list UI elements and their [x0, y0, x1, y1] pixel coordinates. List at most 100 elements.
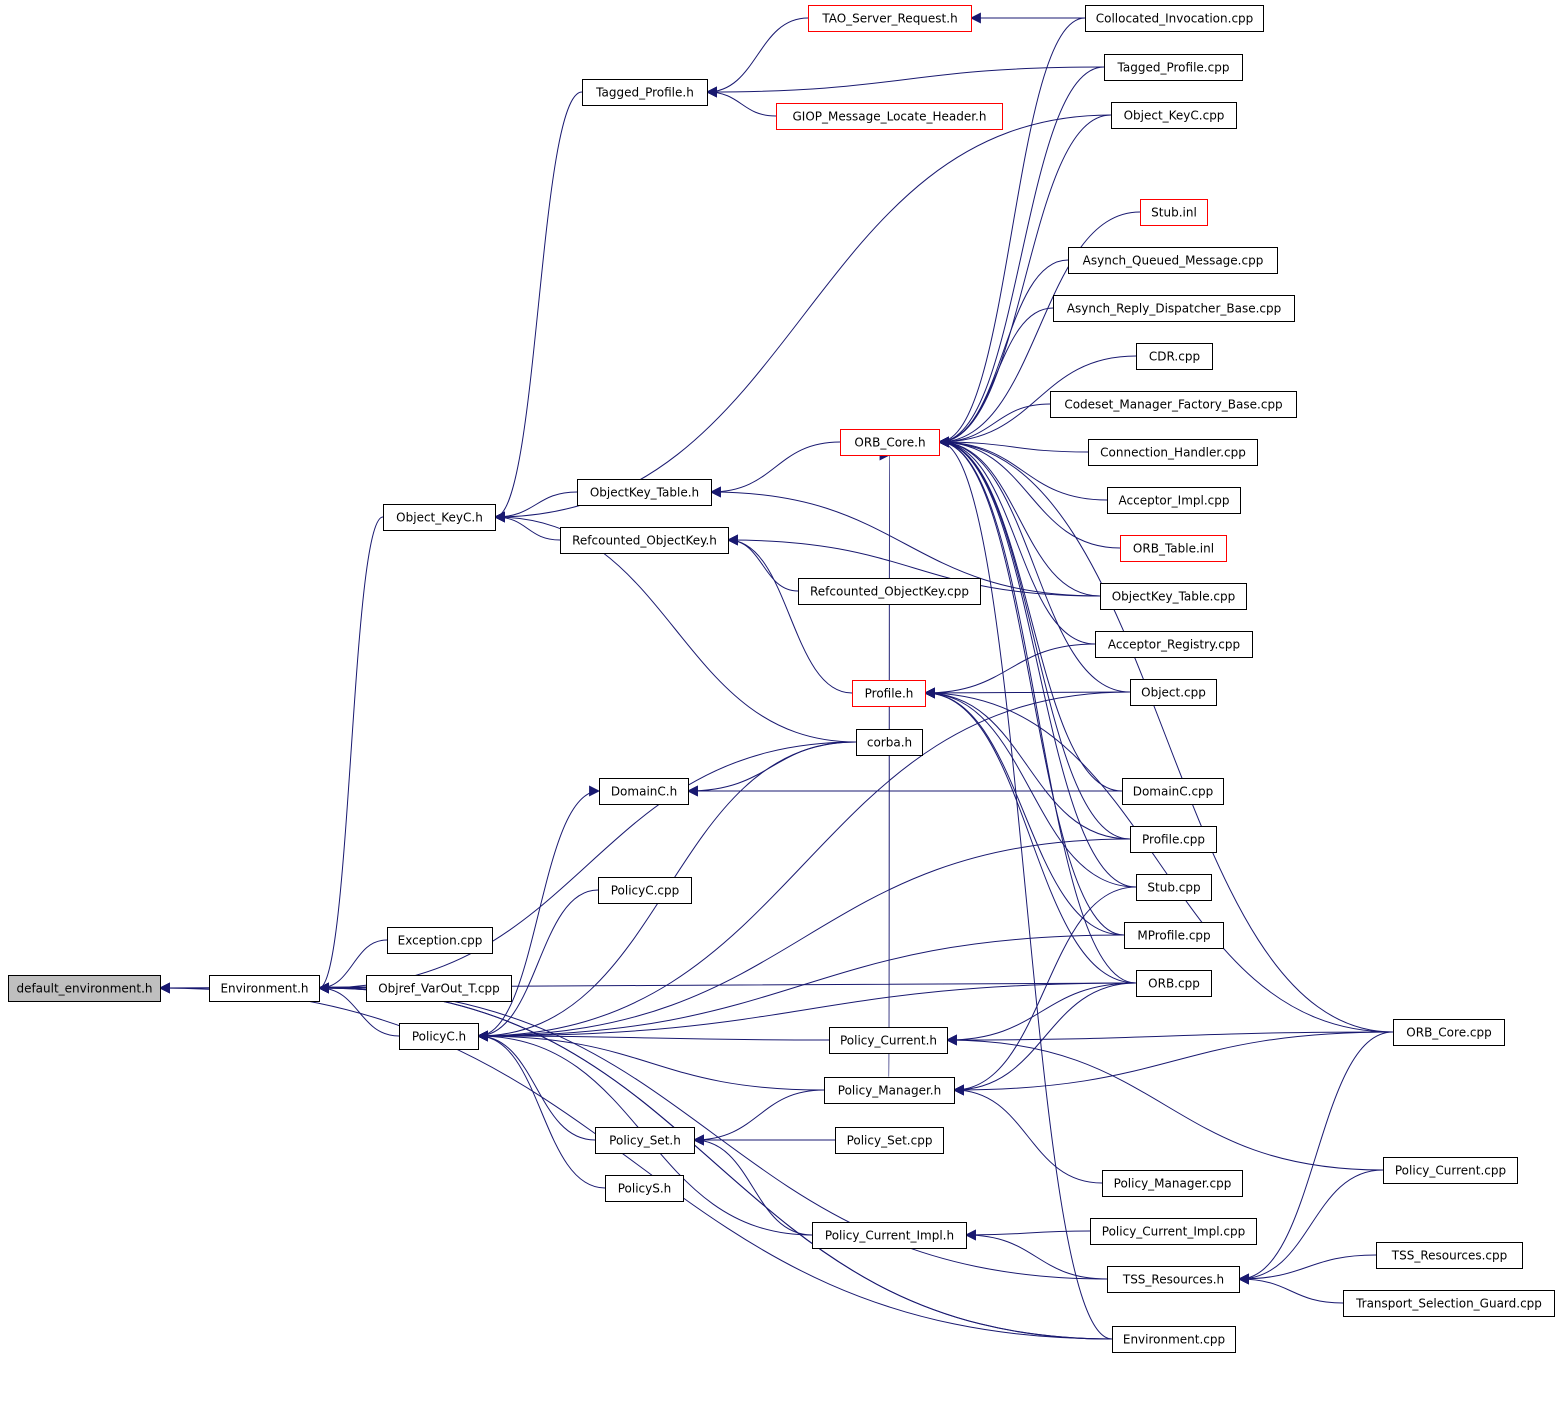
node-label: Asynch_Queued_Message.cpp — [1083, 254, 1264, 268]
node-label: DomainC.h — [611, 785, 677, 799]
node-box — [1090, 1218, 1257, 1245]
node-corba-h[interactable]: corba.h — [856, 729, 923, 756]
edge-collocated-invocation-cpp-to-orb-core-h — [937, 17, 1086, 448]
edge-orb-core-cpp-to-orb-core-h — [937, 436, 1394, 1033]
node-policy-set-h[interactable]: Policy_Set.h — [595, 1127, 695, 1154]
node-orb-core-cpp[interactable]: ORB_Core.cpp — [1393, 1019, 1505, 1046]
node-tao-server-request-h[interactable]: TAO_Server_Request.h — [808, 5, 972, 32]
node-box — [1100, 583, 1247, 610]
node-profile-h[interactable]: Profile.h — [852, 680, 926, 707]
node-label: ObjectKey_Table.h — [590, 486, 699, 500]
node-label: ORB.cpp — [1148, 977, 1200, 991]
node-box — [383, 504, 496, 531]
node-box — [1104, 54, 1243, 81]
node-giop-message-locate-header-h[interactable]: GIOP_Message_Locate_Header.h — [776, 103, 1003, 130]
node-box — [1102, 1170, 1243, 1197]
node-policy-manager-cpp[interactable]: Policy_Manager.cpp — [1102, 1170, 1243, 1197]
node-environment-cpp[interactable]: Environment.cpp — [1112, 1326, 1236, 1353]
node-label: TSS_Resources.h — [1122, 1273, 1224, 1287]
edge-policy-set-h-to-policyc-h — [476, 1030, 596, 1141]
edge-asynch-queued-message-cpp-to-orb-core-h — [937, 259, 1069, 448]
node-objectkey-table-h[interactable]: ObjectKey_Table.h — [577, 479, 712, 506]
node-tagged-profile-cpp[interactable]: Tagged_Profile.cpp — [1104, 54, 1243, 81]
node-default-environment-h: default_environment.h — [8, 975, 161, 1002]
node-label: PolicyC.cpp — [611, 884, 680, 898]
edge-cdr-cpp-to-orb-core-h — [937, 355, 1137, 448]
edge-object-cpp-to-profile-h — [923, 687, 1131, 699]
node-domainc-h[interactable]: DomainC.h — [599, 778, 689, 805]
node-policy-current-cpp[interactable]: Policy_Current.cpp — [1383, 1157, 1518, 1184]
node-refcounted-objectkey-cpp[interactable]: Refcounted_ObjectKey.cpp — [798, 578, 981, 605]
node-collocated-invocation-cpp[interactable]: Collocated_Invocation.cpp — [1085, 5, 1264, 32]
edge-tao-server-request-h-to-tagged-profile-h — [705, 17, 809, 98]
edge-policy-current-impl-h-to-policy-set-h — [692, 1134, 813, 1236]
node-policy-current-impl-cpp[interactable]: Policy_Current_Impl.cpp — [1090, 1218, 1257, 1245]
edge-orb-cpp-to-orb-core-h — [937, 436, 1137, 984]
node-object-cpp[interactable]: Object.cpp — [1130, 679, 1217, 706]
node-objref-varout-t-cpp[interactable]: Objref_VarOut_T.cpp — [366, 975, 512, 1002]
node-policy-current-h[interactable]: Policy_Current.h — [829, 1027, 948, 1054]
node-orb-cpp[interactable]: ORB.cpp — [1136, 970, 1212, 997]
node-box — [1122, 778, 1224, 805]
node-acceptor-impl-cpp[interactable]: Acceptor_Impl.cpp — [1107, 487, 1241, 514]
node-acceptor-registry-cpp[interactable]: Acceptor_Registry.cpp — [1095, 631, 1253, 658]
node-label: TSS_Resources.cpp — [1391, 1249, 1508, 1263]
edge-acceptor-registry-cpp-to-profile-h — [923, 643, 1096, 699]
node-policyc-h[interactable]: PolicyC.h — [399, 1023, 479, 1050]
node-label: Refcounted_ObjectKey.h — [572, 534, 717, 548]
edge-domainc-cpp-to-orb-core-h — [937, 436, 1123, 792]
node-connection-handler-cpp[interactable]: Connection_Handler.cpp — [1088, 439, 1258, 466]
node-refcounted-objectkey-h[interactable]: Refcounted_ObjectKey.h — [560, 527, 729, 554]
nodes-layer: default_environment.h Environment.h Object… — [8, 5, 1555, 1353]
edge-profile-cpp-to-profile-h — [923, 687, 1131, 840]
node-label: Collocated_Invocation.cpp — [1096, 12, 1254, 26]
node-box — [856, 729, 923, 756]
node-exception-cpp[interactable]: Exception.cpp — [387, 927, 493, 954]
edge-environment-cpp-to-orb-core-h — [937, 436, 1113, 1340]
edge-tss-resources-h-to-environment-h — [317, 982, 1108, 1280]
node-objectkey-table-cpp[interactable]: ObjectKey_Table.cpp — [1100, 583, 1247, 610]
node-object-keyc-cpp[interactable]: Object_KeyC.cpp — [1111, 102, 1237, 129]
node-policyc-cpp[interactable]: PolicyC.cpp — [598, 877, 692, 904]
node-cdr-cpp[interactable]: CDR.cpp — [1136, 343, 1213, 370]
node-transport-selection-guard-cpp[interactable]: Transport_Selection_Guard.cpp — [1343, 1290, 1555, 1317]
node-box — [209, 975, 320, 1002]
node-profile-cpp[interactable]: Profile.cpp — [1130, 826, 1217, 853]
node-policy-current-impl-h[interactable]: Policy_Current_Impl.h — [812, 1222, 967, 1249]
edges-layer — [158, 12, 1394, 1340]
node-orb-core-h[interactable]: ORB_Core.h — [840, 429, 940, 456]
node-box — [1068, 247, 1278, 274]
node-object-keyc-h[interactable]: Object_KeyC.h — [383, 504, 496, 531]
edge-profile-h-to-refcounted-objectkey-h — [726, 534, 853, 694]
node-orb-table-inl[interactable]: ORB_Table.inl — [1120, 535, 1227, 562]
edge-orb-table-inl-to-orb-core-h — [937, 436, 1121, 549]
edge-policy-manager-h-to-policyc-h — [476, 1030, 825, 1091]
node-label: ORB_Core.cpp — [1406, 1026, 1491, 1040]
edge-object-cpp-to-orb-core-h — [937, 436, 1131, 693]
edge-tagged-profile-cpp-to-tagged-profile-h — [705, 66, 1105, 98]
node-tagged-profile-h[interactable]: Tagged_Profile.h — [582, 79, 708, 106]
edge-orb-cpp-to-policyc-h — [476, 982, 1137, 1042]
node-label: Objref_VarOut_T.cpp — [378, 982, 500, 996]
node-box — [1053, 295, 1295, 322]
node-stub-inl[interactable]: Stub.inl — [1140, 199, 1208, 226]
node-asynch-queued-message-cpp[interactable]: Asynch_Queued_Message.cpp — [1068, 247, 1278, 274]
node-tss-resources-cpp[interactable]: TSS_Resources.cpp — [1376, 1242, 1523, 1269]
edge-policy-current-impl-cpp-to-policy-current-impl-h — [964, 1229, 1091, 1241]
edge-policy-current-h-to-policyc-h — [476, 1030, 830, 1042]
node-policy-set-cpp[interactable]: Policy_Set.cpp — [835, 1127, 944, 1154]
node-mprofile-cpp[interactable]: MProfile.cpp — [1124, 922, 1224, 949]
node-tss-resources-h[interactable]: TSS_Resources.h — [1107, 1266, 1240, 1293]
node-codeset-manager-factory-base-cpp[interactable]: Codeset_Manager_Factory_Base.cpp — [1050, 391, 1297, 418]
edge-orb-core-cpp-to-profile-h — [923, 687, 1394, 1033]
node-environment-h[interactable]: Environment.h — [209, 975, 320, 1002]
node-label: Codeset_Manager_Factory_Base.cpp — [1064, 398, 1282, 412]
edge-codeset-manager-factory-base-cpp-to-orb-core-h — [937, 403, 1051, 448]
node-policys-h[interactable]: PolicyS.h — [605, 1175, 684, 1202]
edge-connection-handler-cpp-to-orb-core-h — [937, 436, 1089, 453]
node-domainc-cpp[interactable]: DomainC.cpp — [1122, 778, 1224, 805]
node-asynch-reply-dispatcher-base-cpp[interactable]: Asynch_Reply_Dispatcher_Base.cpp — [1053, 295, 1295, 322]
node-policy-manager-h[interactable]: Policy_Manager.h — [824, 1077, 955, 1104]
node-stub-cpp[interactable]: Stub.cpp — [1136, 874, 1212, 901]
node-box — [776, 103, 1003, 130]
